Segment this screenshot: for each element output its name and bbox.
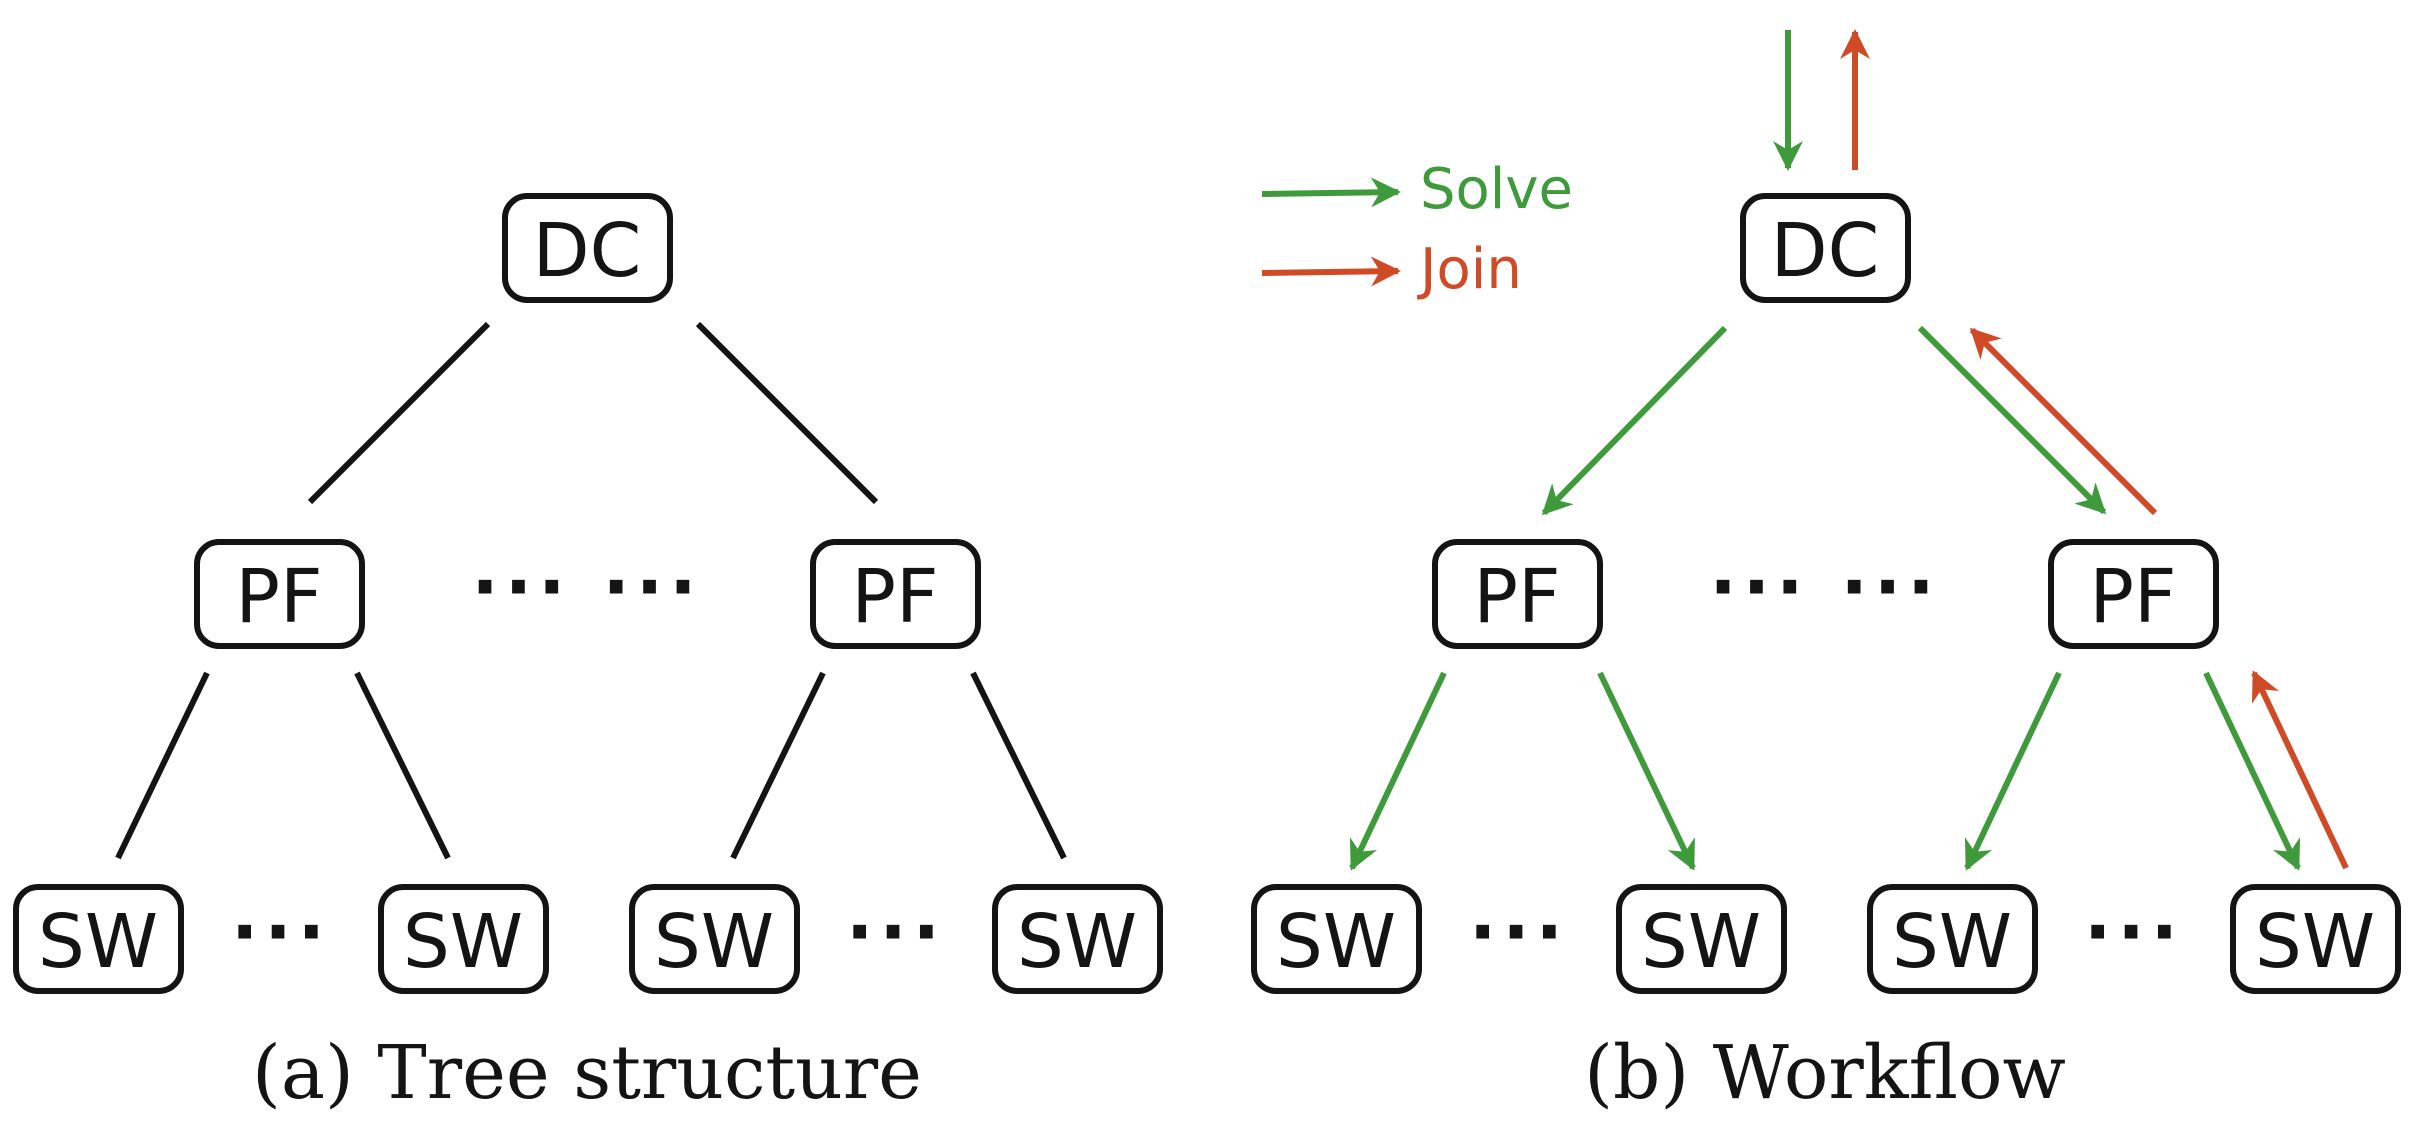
workflow-node-pf-right: PF bbox=[2048, 539, 2219, 649]
legend-join-label: Join bbox=[1417, 237, 1522, 302]
workflow-join-arrow-pf-right-dc bbox=[1969, 327, 2158, 516]
tree-node-sw-4: SW bbox=[992, 884, 1163, 994]
workflow-solve-arrow-dc-pf-right bbox=[1917, 325, 2107, 515]
workflow-solve-arrow-pf-right-sw-4 bbox=[2203, 671, 2301, 871]
workflow-solve-arrow-pf-right-sw-3 bbox=[1964, 671, 2062, 871]
workflow-solve-arrow-pf-left-sw-2 bbox=[1597, 671, 1696, 871]
tree-edge-pf-right-sw-4 bbox=[970, 671, 1067, 860]
tree-edge-pf-left-sw-1 bbox=[115, 671, 210, 860]
workflow-solve-arrow-pf-left-sw-1 bbox=[1349, 671, 1447, 871]
tree-edge-pf-left-sw-2 bbox=[354, 671, 451, 860]
workflow-node-sw-2: SW bbox=[1616, 884, 1787, 994]
tree-node-sw-2: SW bbox=[378, 884, 549, 994]
workflow-ellipsis-leaf-right: ··· bbox=[2084, 890, 2184, 974]
caption-workflow: (b) Workflow bbox=[1584, 1030, 2066, 1116]
workflow-node-sw-4: SW bbox=[2230, 884, 2401, 994]
legend-solve-arrow bbox=[1261, 177, 1401, 208]
legend-solve-label: Solve bbox=[1420, 157, 1573, 222]
workflow-solve-arrow-dc-pf-left bbox=[1541, 325, 1728, 516]
tree-node-dc-label: DC bbox=[533, 208, 642, 294]
workflow-ellipsis-mid: ··· ··· bbox=[1709, 545, 1940, 629]
workflow-ellipsis-leaf-left: ··· bbox=[1469, 890, 1569, 974]
tree-node-sw-1: SW bbox=[13, 884, 184, 994]
tree-node-pf-right: PF bbox=[810, 539, 981, 649]
workflow-node-pf-right-label: PF bbox=[2089, 554, 2176, 640]
workflow-node-sw-3-label: SW bbox=[1892, 899, 2012, 985]
tree-ellipsis-leaf-right: ··· bbox=[846, 890, 946, 974]
legend-join-arrow bbox=[1261, 256, 1401, 287]
tree-node-pf-right-label: PF bbox=[851, 554, 938, 640]
tree-node-sw-3-label: SW bbox=[654, 899, 774, 985]
tree-edge-pf-right-sw-3 bbox=[730, 671, 826, 860]
workflow-node-pf-left: PF bbox=[1432, 539, 1603, 649]
workflow-node-dc-label: DC bbox=[1771, 208, 1880, 294]
tree-node-sw-1-label: SW bbox=[38, 899, 158, 985]
tree-node-sw-4-label: SW bbox=[1017, 899, 1137, 985]
caption-tree-structure: (a) Tree structure bbox=[252, 1030, 922, 1116]
workflow-node-pf-left-label: PF bbox=[1473, 554, 1560, 640]
tree-node-pf-left-label: PF bbox=[235, 554, 322, 640]
tree-ellipsis-leaf-left: ··· bbox=[231, 890, 331, 974]
workflow-node-sw-2-label: SW bbox=[1641, 899, 1761, 985]
tree-node-sw-3: SW bbox=[629, 884, 800, 994]
workflow-join-arrow-sw-4-pf-right bbox=[2251, 670, 2349, 870]
workflow-node-sw-4-label: SW bbox=[2255, 899, 2375, 985]
tree-ellipsis-mid: ··· ··· bbox=[471, 545, 702, 629]
panel-workflow: Solve Join DC PF PF SW bbox=[1251, 29, 2401, 1116]
workflow-node-sw-1: SW bbox=[1251, 884, 1422, 994]
tree-node-sw-2-label: SW bbox=[403, 899, 523, 985]
tree-node-pf-left: PF bbox=[194, 539, 365, 649]
tree-edge-dc-pf-left bbox=[307, 321, 491, 505]
workflow-node-sw-1-label: SW bbox=[1276, 899, 1396, 985]
workflow-node-sw-3: SW bbox=[1867, 884, 2038, 994]
tree-node-dc: DC bbox=[502, 193, 673, 303]
legend: Solve Join bbox=[1261, 157, 1573, 302]
workflow-node-dc: DC bbox=[1740, 193, 1911, 303]
panel-tree-structure: DC PF PF SW SW SW SW ··· ··· ··· ··· bbox=[13, 193, 1163, 1116]
tree-edge-dc-pf-right bbox=[695, 321, 879, 505]
